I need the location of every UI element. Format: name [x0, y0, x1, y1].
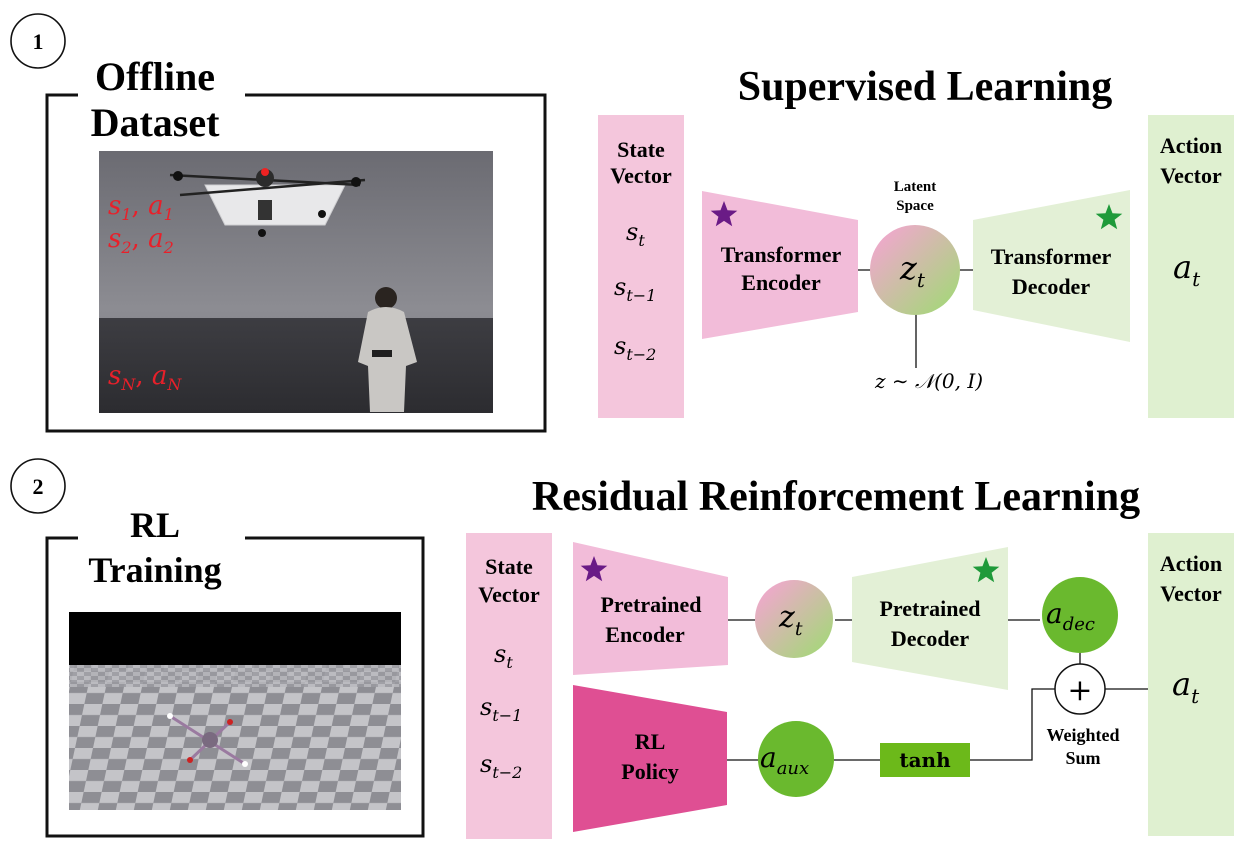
svg-text:s1, a1: s1, a1: [108, 191, 174, 224]
plus-node: [1054, 663, 1106, 715]
aux-circle: [758, 721, 834, 797]
box-title: RL: [130, 505, 180, 545]
latent-symbol: zt: [778, 600, 803, 640]
dataset-label-n: sN, aN: [108, 361, 182, 394]
state-vector-header: State: [617, 137, 665, 162]
state-item: st−2: [614, 332, 656, 364]
step-number: 2: [33, 474, 44, 499]
sum-label: Weighted: [1046, 725, 1119, 745]
step-number: 1: [33, 29, 44, 54]
drone-image: [169, 168, 366, 237]
action-vector-header: Vector: [1160, 581, 1222, 606]
section-title: Supervised Learning: [738, 64, 1113, 110]
state-item: st−1: [480, 693, 522, 725]
encoder-label: Transformer: [721, 242, 842, 267]
weighted-sum: + Weighted Sum: [1046, 663, 1120, 768]
decoder-label: Pretrained: [879, 596, 980, 621]
latent-symbol: zt: [899, 249, 926, 292]
action-vector-header: Vector: [1160, 163, 1222, 188]
state-item: st−1: [614, 273, 656, 305]
decoder-label: Decoder: [891, 626, 969, 651]
state-vector-header: Vector: [478, 582, 540, 607]
dec-circle: [1042, 577, 1118, 653]
state-vector-bar: State Vector st st−1 st−2: [598, 115, 684, 418]
latent-circle: [870, 225, 960, 315]
decoder-label: Decoder: [1012, 274, 1090, 299]
star-icon: [710, 201, 738, 227]
section-title: Residual Reinforcement Learning: [532, 474, 1140, 520]
decoder-output: adec: [1042, 577, 1118, 653]
decoder-label: Transformer: [991, 244, 1112, 269]
dataset-label-1: s1, a1: [108, 191, 174, 224]
latent-label: Space: [896, 198, 934, 214]
star-icon: [972, 557, 1000, 583]
action-vector-bar: Action Vector at: [1148, 115, 1234, 418]
plus-icon: +: [1067, 673, 1092, 708]
action-vector-bar: Action Vector at: [1148, 533, 1234, 836]
action-symbol: at: [1173, 248, 1201, 291]
tanh-label: tanh: [899, 748, 951, 772]
drone-photo: s1, a1 s2, a2 sN, aN: [99, 151, 493, 413]
transformer-encoder: Transformer Encoder: [702, 191, 858, 339]
box-title: Offline: [95, 54, 215, 99]
svg-text:sN, aN: sN, aN: [108, 361, 182, 394]
state-item: st−2: [480, 750, 522, 782]
simulation-render: [69, 612, 401, 810]
drone-sim-image: [167, 713, 248, 767]
star-icon: [580, 556, 608, 582]
prior-label: z ∼ 𝒩(0, I): [874, 369, 983, 393]
state-item: st: [626, 218, 645, 250]
svg-text:s2, a2: s2, a2: [108, 224, 174, 257]
box-title: Training: [88, 550, 221, 590]
latent-z: zt: [755, 580, 833, 658]
action-vector-header: Action: [1160, 551, 1222, 576]
latent-space: Latent Space zt z ∼ 𝒩(0, I): [870, 179, 983, 393]
latent-label: Latent: [894, 179, 937, 195]
latent-circle: [755, 580, 833, 658]
encoder-label: Encoder: [741, 270, 821, 295]
state-vector-header: Vector: [610, 163, 672, 188]
state-vector-bar: State Vector st st−1 st−2: [466, 533, 552, 839]
policy-label: Policy: [621, 759, 678, 784]
policy-label: RL: [635, 729, 666, 754]
dataset-label-2: s2, a2: [108, 224, 174, 257]
box-title: Dataset: [91, 100, 221, 145]
offline-dataset-box: Offline Dataset: [45, 54, 547, 433]
pretrained-decoder: Pretrained Decoder: [852, 547, 1008, 690]
encoder-label: Encoder: [605, 622, 685, 647]
rl-policy: RL Policy: [573, 685, 727, 832]
dec-symbol: adec: [1046, 597, 1095, 635]
sum-label: Sum: [1065, 748, 1100, 768]
aux-output: aaux: [758, 721, 834, 797]
encoder-label: Pretrained: [600, 592, 701, 617]
transformer-decoder: Transformer Decoder: [973, 190, 1130, 342]
action-vector-header: Action: [1160, 133, 1222, 158]
state-vector-header: State: [485, 554, 533, 579]
state-item: st: [494, 640, 513, 672]
step-marker-1: 1: [10, 13, 66, 69]
tanh-block: tanh: [880, 743, 970, 777]
aux-symbol: aaux: [760, 741, 809, 779]
rl-training-box: RL Training: [45, 505, 425, 838]
star-icon: [1095, 204, 1123, 230]
pretrained-encoder: Pretrained Encoder: [573, 542, 728, 675]
action-symbol: at: [1172, 665, 1200, 708]
step-marker-2: 2: [10, 458, 66, 514]
operator-figure: [358, 287, 417, 412]
